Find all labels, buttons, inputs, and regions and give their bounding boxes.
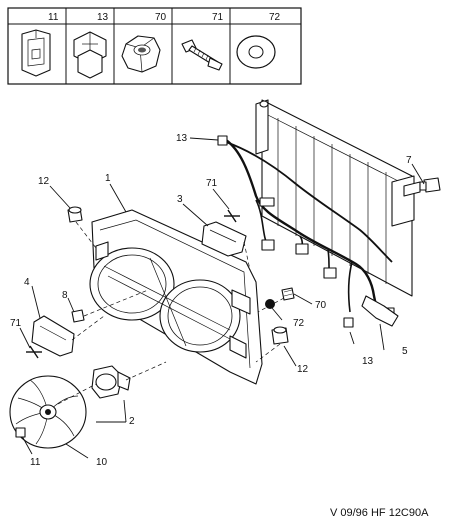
callout-13-bottom: 13	[362, 356, 374, 367]
clip-nut-icon	[21, 29, 51, 77]
nut-70	[281, 287, 295, 301]
clip-nut-12-top	[67, 206, 83, 223]
callout-7: 7	[406, 155, 412, 166]
fan-blade	[9, 375, 87, 449]
callout-72: 72	[293, 318, 305, 329]
callout-13-top: 13	[176, 133, 188, 144]
clip-nut-12-bottom	[271, 326, 289, 345]
callout-10: 10	[96, 457, 108, 468]
clip-marker-top	[217, 135, 228, 146]
header-part-number: 72	[269, 12, 281, 23]
callout-5: 5	[402, 346, 408, 357]
callout-4: 4	[24, 277, 30, 288]
callout-2: 2	[129, 416, 135, 427]
hex-nut-icon	[121, 35, 161, 73]
callout-71-left: 71	[10, 318, 22, 329]
callout-12-top: 12	[38, 176, 50, 187]
retaining-clip-icon	[73, 31, 107, 79]
screw-icon	[181, 39, 223, 71]
fan-motor	[91, 365, 131, 399]
header-part-number: 71	[212, 12, 224, 23]
callout-8: 8	[62, 290, 68, 301]
leader-lines	[19, 137, 425, 459]
header-part-number: 11	[48, 12, 59, 23]
bracket-3	[201, 221, 247, 257]
callout-71-top: 71	[206, 178, 218, 189]
nut-8	[71, 309, 85, 323]
callouts: 1 2 3 4 5 7 8 10 11 12 12 13 13 70 71 71…	[10, 133, 412, 468]
clip-marker-bottom	[343, 317, 354, 328]
bracket-4	[31, 315, 75, 357]
radiator	[255, 99, 421, 297]
drawing-reference: V 09/96 HF 12C90A	[330, 507, 429, 519]
parts-header-strip: 11 13 70 71 72	[7, 7, 302, 85]
callout-1: 1	[105, 173, 111, 184]
alignment-lines	[57, 221, 285, 405]
callout-70: 70	[315, 300, 327, 311]
washer-icon	[236, 35, 276, 69]
callout-3: 3	[177, 194, 183, 205]
callout-12-bottom: 12	[297, 364, 309, 375]
fan-shroud	[89, 209, 263, 385]
clip-nut-marker	[15, 427, 26, 438]
washer-72	[265, 299, 275, 309]
temperature-sensor	[419, 177, 441, 193]
callout-11: 11	[30, 457, 41, 468]
screw-71-left	[26, 345, 42, 359]
wiring-harness	[225, 139, 399, 327]
header-part-number: 70	[155, 12, 167, 23]
screw-71-top	[224, 209, 240, 223]
header-part-number: 13	[97, 12, 109, 23]
